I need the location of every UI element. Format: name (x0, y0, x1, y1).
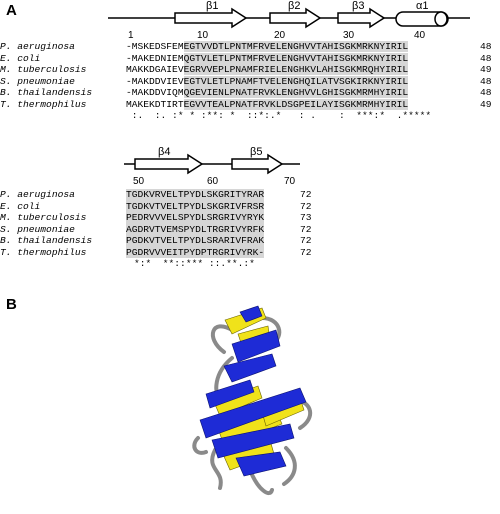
sequence-row: PEDRVVVELSPYDLSRGRIVYRYK (126, 212, 265, 224)
ss-label-beta3: β3 (352, 0, 365, 12)
sequence-length: 49 (480, 98, 492, 110)
sequence-row: -MAKEDNIEMQGTVLETLPNTMFRVELENGHVVTAHISGK… (126, 52, 409, 64)
conservation-line: :. :. :* * :**: * ::*:.* : . : ***:* .**… (126, 110, 432, 121)
sequence-row: MAKEKDTIRTEGVVTEALPNATFRVKLDSGPEILAYISGK… (126, 98, 409, 110)
species-name: B. thailandensis (0, 87, 93, 98)
ruler-40: 40 (414, 30, 426, 41)
species-name: S. pneumoniae (0, 75, 75, 87)
protein-ribbon-structure (192, 305, 312, 496)
ss-label-beta2: β2 (288, 0, 301, 12)
species-name: T. thermophilus (0, 98, 87, 110)
ruler-70: 70 (284, 176, 296, 187)
panel-a-label: A (6, 2, 17, 19)
species-name: M. tuberculosis (0, 212, 87, 223)
sequence-row: AGDRVTVEMSPYDLTRGRIVYRFK (126, 223, 265, 235)
beta3-arrow (337, 7, 386, 29)
ruler-50: 50 (133, 176, 145, 187)
species-name: B. thailandensis (0, 235, 93, 246)
species-name: S. pneumoniae (0, 223, 75, 235)
ss-label-beta5: β5 (250, 146, 263, 158)
ruler-10: 10 (197, 30, 209, 41)
ss-label-beta4: β4 (158, 146, 171, 158)
species-name: T. thermophilus (0, 246, 87, 258)
species-name: E. coli (0, 52, 41, 64)
sequence-length: 72 (300, 235, 312, 246)
ss-label-alpha1: α1 (416, 0, 429, 12)
conservation-line: *:* **::*** ::.**.:* (134, 258, 255, 269)
panel-b-label: B (6, 296, 17, 313)
beta2-arrow (269, 7, 322, 29)
sequence-row: MAKKDGAIEVEGRVVEPLPNAMFRIELENGHKVLAHISGK… (126, 64, 409, 75)
beta1-arrow (174, 7, 248, 29)
sequence-length: 72 (300, 189, 312, 200)
sequence-row: PGDRVVVEITPYDPTRGRIVYRK- (126, 246, 265, 258)
species-name: E. coli (0, 200, 41, 212)
ruler-30: 30 (343, 30, 355, 41)
ss-label-beta1: β1 (206, 0, 219, 12)
sequence-length: 48 (480, 87, 492, 98)
sequence-length: 48 (480, 75, 492, 87)
ruler-20: 20 (274, 30, 286, 41)
species-name: M. tuberculosis (0, 64, 87, 75)
sequence-row: TGDKVTVELTPYDLSKGRIVFRSR (126, 200, 265, 212)
sequence-length: 48 (480, 52, 492, 64)
sequence-length: 48 (480, 41, 492, 52)
sequence-length: 72 (300, 200, 312, 212)
species-name: P. aeruginosa (0, 189, 75, 200)
beta4-arrow (134, 153, 204, 175)
sequence-row: -MAKDDVIEVEGTVLETLPNAMFTVELENGHQILATVSGK… (126, 75, 409, 87)
sequence-row: PGDKVTVELTPYDLSRARIVFRAK (126, 235, 265, 247)
sequence-length: 72 (300, 223, 312, 235)
sequence-row: -MSKEDSFEMEGTVVDTLPNTMFRVELENGHVVTAHISGK… (126, 41, 409, 52)
sequence-length: 49 (480, 64, 492, 75)
ruler-60: 60 (207, 176, 219, 187)
ruler-1: 1 (128, 30, 134, 41)
species-name: P. aeruginosa (0, 41, 75, 52)
sequence-length: 73 (300, 212, 312, 223)
sequence-row: -MAKDDVIQMQGEVIENLPNATFRVKLENGHVVLGHISGK… (126, 87, 409, 98)
sequence-length: 72 (300, 246, 312, 258)
beta5-arrow (231, 153, 284, 175)
sequence-row: TGDKVRVELTPYDLSKGRITYRAR (126, 189, 265, 201)
